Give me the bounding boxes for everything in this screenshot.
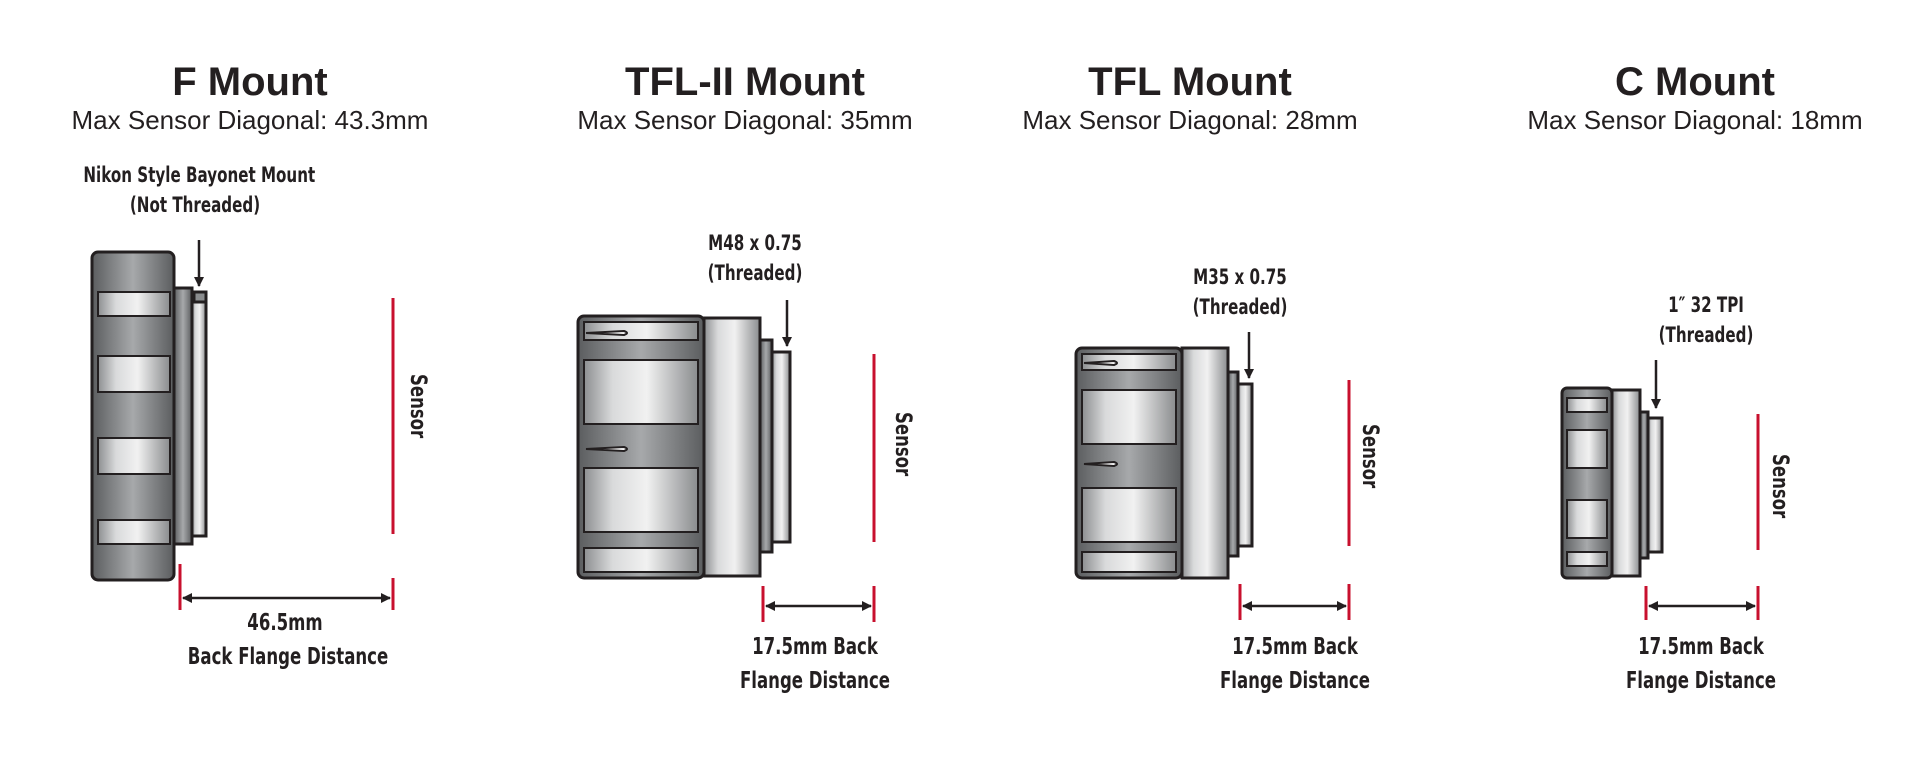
tfl-mount-sensor-label: Sensor xyxy=(1357,424,1382,489)
f-mount-lens-body xyxy=(90,250,208,582)
tfl-ii-mount-bfd-label: 17.5mm Back Flange Distance xyxy=(718,630,912,698)
bfd-line-1: 17.5mm Back xyxy=(1638,634,1764,660)
c-mount-title: C Mount xyxy=(1615,60,1775,104)
c-mount-sensor-label: Sensor xyxy=(1767,454,1792,519)
f-mount-sensor-label: Sensor xyxy=(405,374,430,439)
bfd-line-2: Flange Distance xyxy=(739,668,891,694)
f-mount-panel: F Mount Max Sensor Diagonal: 43.3mm Niko… xyxy=(0,0,500,761)
callout-line-1: 1″ 32 TPI xyxy=(1668,293,1744,317)
tfl-ii-mount-lens-body xyxy=(576,314,792,580)
bfd-line-1: 17.5mm Back xyxy=(1232,634,1358,660)
c-mount-drawing xyxy=(1560,360,1760,620)
c-mount-subtitle: Max Sensor Diagonal: 18mm xyxy=(1527,105,1863,135)
tfl-mount-callout: M35 x 0.75 (Threaded) xyxy=(1161,262,1319,322)
c-mount-callout: 1″ 32 TPI (Threaded) xyxy=(1634,290,1778,350)
f-mount-callout: Nikon Style Bayonet Mount (Not Threaded) xyxy=(83,160,316,220)
tfl-ii-mount-callout: M48 x 0.75 (Threaded) xyxy=(665,228,845,288)
bfd-line-1: 46.5mm xyxy=(247,610,323,636)
tfl-mount-lens-body xyxy=(1074,346,1254,580)
f-mount-subtitle: Max Sensor Diagonal: 43.3mm xyxy=(71,105,429,135)
tfl-mount-title: TFL Mount xyxy=(1088,60,1292,104)
callout-line-2: (Threaded) xyxy=(707,261,803,285)
callout-line-1: M48 x 0.75 xyxy=(708,231,802,255)
tfl-mount-drawing xyxy=(1074,332,1351,620)
c-mount-lens-body xyxy=(1560,386,1664,580)
bfd-line-2: Flange Distance xyxy=(1219,668,1371,694)
callout-line-1: M35 x 0.75 xyxy=(1193,265,1287,289)
tfl-ii-mount-sensor-label: Sensor xyxy=(890,412,915,477)
f-mount-bfd-label: 46.5mm Back Flange Distance xyxy=(187,606,389,674)
tfl-ii-mount-drawing xyxy=(576,300,876,622)
tfl-ii-mount-index-marks xyxy=(585,329,628,453)
tfl-ii-mount-title: TFL-II Mount xyxy=(625,60,865,104)
callout-line-2: (Not Threaded) xyxy=(129,193,261,217)
bfd-line-2: Flange Distance xyxy=(1625,668,1777,694)
tfl-mount-bfd-label: 17.5mm Back Flange Distance xyxy=(1198,630,1392,698)
tfl-ii-mount-subtitle: Max Sensor Diagonal: 35mm xyxy=(577,105,913,135)
callout-line-1: Nikon Style Bayonet Mount xyxy=(83,163,316,187)
f-mount-title: F Mount xyxy=(172,60,328,104)
callout-line-2: (Threaded) xyxy=(1658,323,1754,347)
callout-line-2: (Threaded) xyxy=(1192,295,1288,319)
c-mount-bfd-label: 17.5mm Back Flange Distance xyxy=(1604,630,1798,698)
bfd-line-1: 17.5mm Back xyxy=(752,634,878,660)
c-mount-panel: C Mount Max Sensor Diagonal: 18mm 1″ 32 … xyxy=(1450,0,1920,761)
tfl-mount-subtitle: Max Sensor Diagonal: 28mm xyxy=(1022,105,1358,135)
bfd-line-2: Back Flange Distance xyxy=(187,644,389,670)
tfl-mount-index-marks xyxy=(1083,359,1118,468)
tfl-mount-panel: TFL Mount Max Sensor Diagonal: 28mm M35 … xyxy=(990,0,1450,761)
tfl-ii-mount-panel: TFL-II Mount Max Sensor Diagonal: 35mm M… xyxy=(500,0,990,761)
f-mount-bayonet-flange xyxy=(192,290,208,304)
f-mount-drawing xyxy=(90,240,395,610)
